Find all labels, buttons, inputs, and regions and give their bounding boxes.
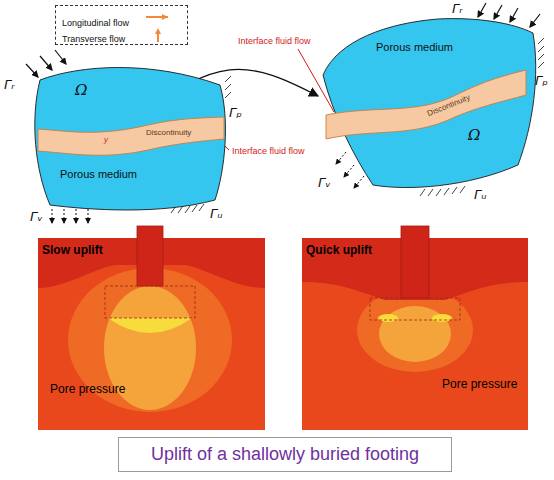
region-label: Porous medium <box>376 41 453 54</box>
boundary-symbol: Γᵣ <box>4 78 15 93</box>
pore-pressure-field <box>108 318 192 333</box>
pressure-load-arrows <box>55 50 66 64</box>
pressure-load-arrows <box>510 8 518 22</box>
legend-box: Longitudinal flowTransverse flow <box>55 5 188 45</box>
fixed-boundary-hatch <box>538 54 544 60</box>
field-label: Pore pressure <box>442 378 517 392</box>
pore-pressure-panel: Slow upliftPore pressure <box>38 238 265 430</box>
fixed-boundary-hatch <box>538 46 544 52</box>
pore-pressure-field <box>432 314 452 322</box>
fixed-boundary-hatch <box>185 206 190 213</box>
band-label: Discontinuity <box>146 128 191 137</box>
fixed-boundary-hatch <box>225 76 231 82</box>
panel-title: Quick uplift <box>306 244 372 258</box>
pore-pressure-field <box>379 306 451 362</box>
leader-line <box>212 49 334 150</box>
fixed-boundary-hatch <box>192 205 197 212</box>
pressure-load-arrows <box>26 64 38 77</box>
discontinuity-band-outline <box>38 117 224 155</box>
discontinuity-band-outline <box>326 65 526 140</box>
legend-arrow-sample <box>146 12 172 22</box>
legend-entry: Transverse flow <box>62 28 182 42</box>
fixed-boundary-hatch <box>452 187 457 194</box>
boundary-symbol: Γᵤ <box>210 207 223 222</box>
flux-arrows <box>76 209 77 223</box>
boundary-symbol: Γᵥ <box>318 176 331 191</box>
fixed-boundary-hatch <box>444 188 449 195</box>
legend-entry: Longitudinal flow <box>62 12 182 26</box>
pressure-load-arrows <box>530 14 540 27</box>
domain-symbol: Ω <box>75 82 87 99</box>
porous-domain-outline <box>35 68 226 211</box>
flux-arrows <box>52 209 53 223</box>
flux-arrows <box>336 152 346 164</box>
legend-arrow-sample <box>152 28 164 43</box>
callout-label: Interface fluid flow <box>238 36 311 46</box>
discontinuity-band: Discontinuity <box>38 115 224 161</box>
fixed-boundary-hatch <box>199 204 204 211</box>
pore-pressure-field <box>38 226 528 430</box>
pore-pressure-field <box>357 288 473 372</box>
fixed-boundary-hatch <box>428 189 433 196</box>
fixed-boundary-hatch <box>225 84 231 90</box>
fixed-boundary-hatch <box>420 189 425 196</box>
porous-domain: Ω Porous mediumDiscontinuity <box>318 15 540 195</box>
pore-pressure-panel: Quick upliftPore pressure <box>302 238 528 430</box>
region-label: Porous medium <box>60 168 137 181</box>
domain-symbol: Ω <box>468 127 480 144</box>
pore-pressure-field <box>370 298 460 320</box>
boundary-symbol: Γᵣ <box>452 2 463 17</box>
fixed-boundary-hatch <box>460 186 465 193</box>
axis-label: y <box>104 135 108 144</box>
legend-arrow-sample <box>162 14 168 20</box>
caption-box: Uplift of a shallowly buried footing <box>118 437 452 472</box>
pore-pressure-field <box>378 314 398 322</box>
pore-pressure-field <box>137 226 163 286</box>
porous-domain: Ω Porous medium Discontinuity <box>30 60 240 220</box>
boundary-symbol: Γᵤ <box>474 188 487 203</box>
fixed-boundary-hatch <box>538 62 544 68</box>
pore-pressure-field <box>105 286 195 318</box>
boundary-symbol: Γₚ <box>535 74 548 89</box>
field-label: Pore pressure <box>50 383 125 397</box>
boundary-symbol: Γₚ <box>229 106 242 121</box>
flux-arrows <box>344 165 354 177</box>
porous-domain-outline <box>323 19 536 188</box>
legend-text: Transverse flow <box>62 34 125 44</box>
fixed-boundary-hatch <box>538 38 544 44</box>
boundary-symbol: Γᵥ <box>30 210 43 225</box>
pressure-load-arrows <box>494 5 502 19</box>
fixed-boundary-hatch <box>436 189 441 196</box>
pore-pressure-field <box>401 226 429 298</box>
fixed-boundary-hatch <box>225 92 231 98</box>
legend-text: Longitudinal flow <box>62 18 129 28</box>
flux-arrows <box>88 209 89 223</box>
pressure-load-arrows <box>40 56 52 70</box>
discontinuity-band-outline <box>38 115 224 161</box>
caption-text: Uplift of a shallowly buried footing <box>151 444 419 465</box>
legend-arrow-sample <box>155 28 161 34</box>
discontinuity-band-outline <box>326 70 526 139</box>
panel-title: Slow uplift <box>42 244 103 258</box>
discontinuity-band: Discontinuity <box>326 65 526 140</box>
flux-arrows <box>64 209 65 223</box>
pressure-load-arrows <box>478 3 486 17</box>
flux-arrows <box>354 176 364 188</box>
callout-label: Interface fluid flow <box>232 146 305 156</box>
